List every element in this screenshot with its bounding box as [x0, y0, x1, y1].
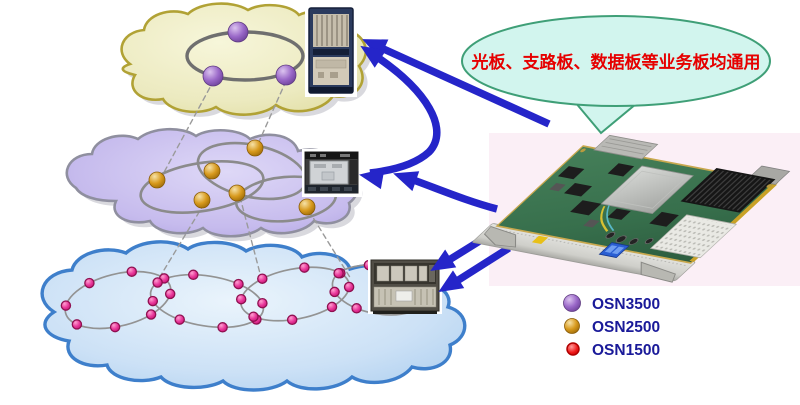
network-ring	[149, 273, 265, 329]
osn1500-node	[174, 314, 185, 325]
osn1500-node	[188, 269, 199, 281]
osn1500-shelf-photo	[368, 256, 442, 314]
osn3500-node	[275, 64, 297, 86]
osn2500-node	[228, 184, 246, 202]
board-to-osn2500-arrowhead	[393, 171, 420, 192]
board-to-osn1500-lower-shaft	[446, 244, 512, 290]
osn1500-node	[164, 288, 176, 300]
osn1500-node	[233, 278, 244, 290]
board-ejector-lever-left	[483, 226, 517, 248]
osn3500-osn2500-curved-link-shaft	[368, 49, 441, 177]
osn1500-node	[351, 303, 362, 314]
osn1500-node	[60, 300, 72, 311]
osn1500-node	[147, 295, 159, 307]
lc-optical-connector	[598, 242, 630, 258]
board-to-osn2500-shaft	[403, 173, 498, 213]
osn2500-node	[193, 191, 211, 209]
red-dot-icon	[566, 342, 580, 356]
legend-label-osn2500: OSN2500	[592, 319, 660, 336]
osn1500-node	[235, 293, 247, 305]
legend: OSN3500 OSN2500 OSN1500	[563, 294, 660, 359]
osn1500-node	[286, 314, 298, 326]
dashed-link	[239, 196, 263, 282]
osn1500-node	[145, 309, 157, 320]
backplane-connector	[593, 134, 659, 160]
legend-item-osn1500: OSN1500	[566, 342, 660, 359]
metal-shield	[600, 165, 694, 215]
legend-item-osn2500: OSN2500	[564, 318, 660, 336]
osn1500-node	[71, 319, 83, 330]
osn3500-cloud	[120, 2, 368, 116]
osn1500-node	[257, 273, 268, 284]
network-ring	[64, 270, 172, 330]
service-board-photo	[472, 134, 791, 283]
heatsink	[680, 167, 776, 213]
board-to-osn3500-shaft	[375, 42, 551, 128]
dashed-link	[161, 79, 215, 177]
arrows-layer	[359, 39, 551, 293]
board-to-osn1500-lower-arrowhead	[438, 270, 465, 293]
osn2500-node	[298, 198, 316, 216]
dashed-links-layer	[160, 79, 352, 282]
osn1500-node	[333, 267, 344, 279]
osn1500-node	[248, 311, 259, 322]
osn1500-node	[84, 277, 95, 289]
osn3500-osn2500-curved-link-arrowhead	[359, 168, 385, 190]
osn1500-node	[126, 266, 138, 277]
osn2500-node	[246, 139, 264, 157]
osn3500-node	[202, 65, 224, 87]
osn2500-node	[148, 171, 166, 189]
callout-balloon: 光板、支路板、数据板等业务板均通用	[461, 15, 771, 135]
dashed-link	[257, 80, 287, 145]
purple-sphere-icon	[563, 294, 581, 312]
osn2500-shelf-photo	[302, 149, 362, 197]
dashed-link	[160, 203, 205, 276]
osn3500-rack-photo	[305, 4, 357, 97]
osn3500-node	[227, 21, 249, 43]
osn1500-node	[217, 322, 228, 333]
perforated-module	[649, 214, 738, 259]
board-to-osn1500-upper-arrowhead	[430, 249, 457, 272]
callout-bubble	[461, 15, 771, 107]
osn1500-node	[299, 262, 310, 273]
legend-label-osn3500: OSN3500	[592, 296, 660, 313]
osn2500-node	[203, 162, 221, 180]
osn1500-node	[257, 297, 268, 309]
fiber-pigtail-yellow	[600, 205, 609, 232]
board-ejector-lever-right	[640, 261, 676, 283]
callout-text: 光板、支路板、数据板等业务板均通用	[471, 52, 761, 73]
dashed-link	[308, 210, 352, 280]
legend-label-osn1500: OSN1500	[592, 342, 660, 359]
legend-item-osn3500: OSN3500	[563, 294, 660, 313]
osn3500-osn2500-curved-link-arrowhead	[360, 45, 387, 68]
osn1500-node	[326, 301, 338, 313]
fiber-pigtail-teal	[606, 205, 615, 232]
osn1500-node	[109, 321, 121, 333]
osn1500-node	[329, 286, 340, 298]
osn1500-node	[152, 277, 163, 288]
osn1500-node	[343, 281, 355, 293]
gold-sphere-icon	[564, 318, 580, 334]
warning-label	[531, 235, 549, 245]
